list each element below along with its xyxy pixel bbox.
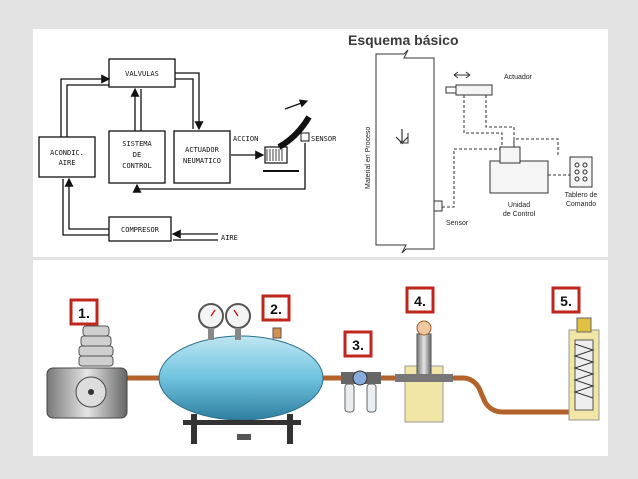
valve-unit <box>395 320 453 423</box>
material-block <box>375 49 435 254</box>
label-3: 3. <box>352 337 364 353</box>
actuador-label: ACTUADOR <box>185 146 220 154</box>
label-5: 5. <box>560 293 572 309</box>
material-text: Material en Proceso <box>365 127 372 189</box>
control-unit <box>489 160 549 194</box>
air-tank <box>158 303 324 444</box>
pneumatic-illustration-panel: 1. 2. 3. 4. 5. <box>33 260 608 456</box>
esquema-panel: Esquema básico <box>336 29 608 257</box>
label-4: 4. <box>414 293 426 309</box>
compresor-label: COMPRESOR <box>121 226 160 234</box>
valvulas-label: VALVULAS <box>125 70 159 78</box>
acondic-label: ACONDIC. <box>50 149 84 157</box>
de-label: DE <box>133 151 141 159</box>
number-labels <box>69 286 581 358</box>
comando-text: Comando <box>566 201 596 208</box>
compressor <box>46 325 128 419</box>
sistema-control-box <box>108 130 166 184</box>
actuador-neumatico-box <box>173 130 231 184</box>
actuator-unit <box>568 317 600 421</box>
tablero-text: Tablero de <box>565 192 598 199</box>
actuador-text: Actuador <box>504 74 533 81</box>
actuator-cylinder <box>455 84 493 96</box>
sensor-text: Sensor <box>446 220 469 227</box>
label-1: 1. <box>78 305 90 321</box>
filter-regulator <box>341 370 381 413</box>
esquema-diagram: Esquema básico <box>348 32 598 254</box>
pneumatic-illustration: 1. 2. 3. 4. 5. <box>46 286 600 444</box>
command-panel <box>569 156 593 188</box>
acondic-aire-box <box>38 136 96 178</box>
unidad-text: Unidad <box>508 202 530 209</box>
actuator-drawing <box>263 99 312 172</box>
neumatico-label: NEUMATICO <box>183 157 221 165</box>
control-label: CONTROL <box>122 162 152 170</box>
de-control-text: de Control <box>503 211 536 218</box>
accion-label: ACCION <box>233 135 258 143</box>
label-2: 2. <box>270 301 282 317</box>
sensor-label: SENSOR <box>311 135 336 143</box>
block-diagram: VALVULAS ACONDIC. AIRE SISTEMA DE CONTRO… <box>38 58 336 242</box>
esquema-title: Esquema básico <box>348 32 459 48</box>
block-diagram-panel: VALVULAS ACONDIC. AIRE SISTEMA DE CONTRO… <box>33 29 336 257</box>
aire-input-label: AIRE <box>221 234 238 242</box>
sistema-label: SISTEMA <box>122 140 152 148</box>
aire-cond-label: AIRE <box>59 159 76 167</box>
